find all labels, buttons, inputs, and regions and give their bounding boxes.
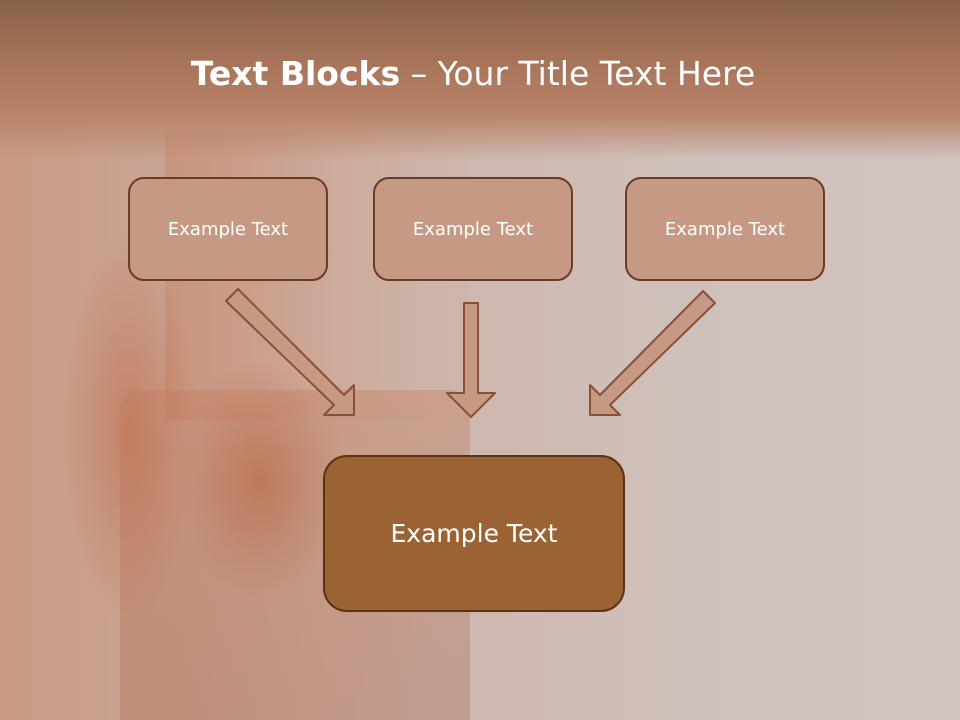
text-block-1-label: Example Text bbox=[167, 218, 289, 240]
arrow-center bbox=[446, 302, 496, 418]
text-block-3[interactable]: Example Text bbox=[625, 177, 825, 281]
text-block-3-label: Example Text bbox=[664, 218, 786, 240]
target-block[interactable]: Example Text bbox=[323, 455, 625, 612]
arrow-right bbox=[589, 290, 716, 416]
target-block-label: Example Text bbox=[390, 519, 558, 548]
text-block-1[interactable]: Example Text bbox=[128, 177, 328, 281]
slide-title: Text Blocks – Your Title Text Here bbox=[0, 54, 946, 93]
arrow-left bbox=[225, 288, 355, 416]
title-band bbox=[0, 0, 960, 160]
text-block-2[interactable]: Example Text bbox=[373, 177, 573, 281]
title-bold: Text Blocks bbox=[190, 54, 401, 93]
title-rest: – Your Title Text Here bbox=[400, 54, 756, 93]
text-block-2-label: Example Text bbox=[412, 218, 534, 240]
